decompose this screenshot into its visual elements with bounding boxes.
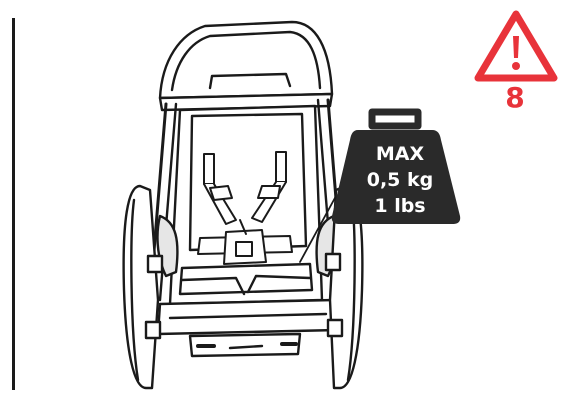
weight-icon — [331, 108, 461, 224]
weight-max-label: MAX — [375, 143, 425, 165]
canopy-inner — [170, 30, 322, 92]
weight-metric-value: 0,5 kg — [366, 169, 434, 191]
margin-rule — [12, 18, 15, 390]
warning-step-number: 8 — [505, 81, 525, 114]
pointer-line — [299, 195, 337, 263]
harness — [197, 151, 293, 265]
footrest — [178, 262, 314, 296]
warning-triangle-icon — [474, 10, 558, 82]
wheel-left — [122, 184, 160, 390]
weight-imperial-value: 1 lbs — [374, 195, 426, 217]
canopy-frame — [158, 20, 334, 100]
